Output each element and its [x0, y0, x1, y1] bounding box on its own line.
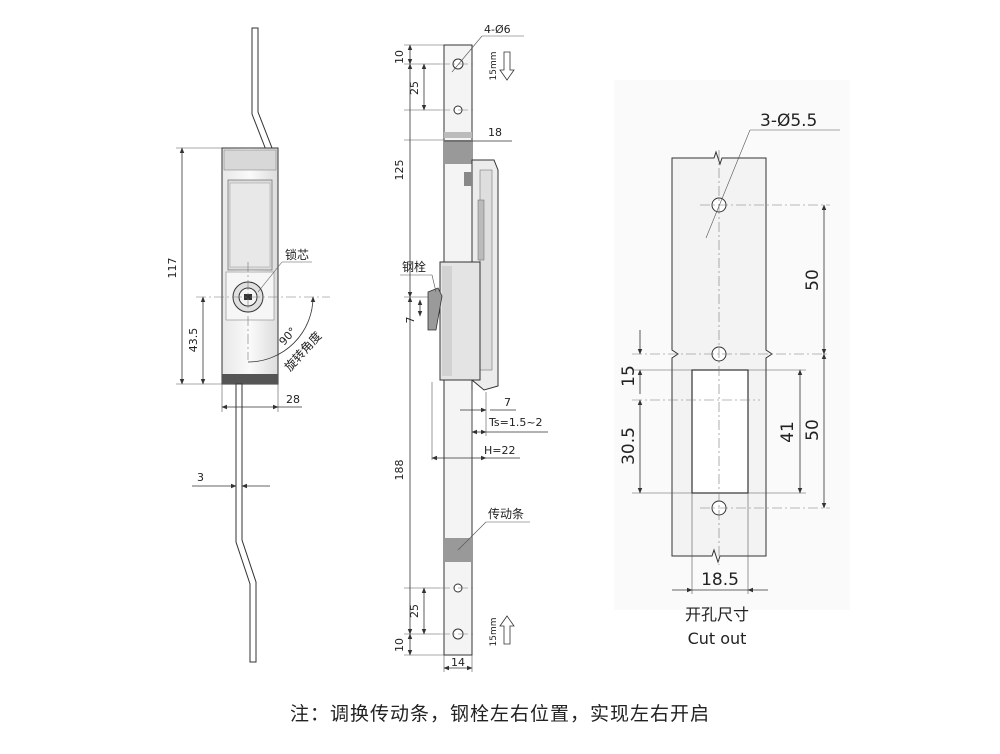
travel-bottom: 15mm: [489, 618, 499, 647]
steel-bolt-icon: [427, 287, 443, 331]
left-view: 117 43.5 28 3 锁芯 90° 旋转角度: [166, 27, 330, 663]
label-steel-bolt: 钢栓: [402, 259, 426, 274]
travel-top: 15mm: [489, 52, 499, 81]
dim-188: 188: [393, 460, 406, 481]
cutout-title-cn: 开孔尺寸: [685, 605, 749, 624]
travel-arrow-down-icon: [499, 51, 515, 81]
dim-h: H=22: [484, 444, 516, 457]
dim-3: 3: [197, 471, 204, 484]
dim-41: 41: [778, 421, 798, 443]
travel-arrow-up-icon: [499, 615, 515, 645]
dim-43-5: 43.5: [187, 328, 200, 353]
cutout-view: 3-Ø5.5 50 50 41 15 30.5 18.5 开孔尺寸 Cut ou…: [614, 80, 850, 648]
dim-4-phi6: 4-Ø6: [484, 23, 511, 36]
left-lower-rod: [235, 383, 257, 663]
dim-125: 125: [393, 160, 406, 181]
left-upper-rod: [251, 27, 273, 151]
dim-117: 117: [166, 258, 179, 279]
dim-14: 14: [451, 656, 465, 669]
footer-note: 注：调换传动条，钢栓左右位置，实现左右开启: [289, 703, 710, 725]
dim-top-10: 10: [393, 50, 406, 64]
label-lock-core: 锁芯: [285, 247, 309, 262]
dim-18-5: 18.5: [701, 570, 739, 590]
cutout-title-en: Cut out: [688, 629, 747, 648]
label-rod: 传动条: [488, 506, 524, 521]
dim-ts: Ts=1.5~2: [488, 416, 543, 429]
left-bottom-cap: [222, 374, 278, 384]
label-angle: 90°: [277, 325, 300, 348]
dim-50-lower: 50: [803, 419, 823, 441]
dim-30-5: 30.5: [619, 427, 639, 465]
dim-50-upper: 50: [803, 269, 823, 291]
dim-7-side: 7: [404, 317, 417, 324]
dim-28: 28: [286, 393, 300, 406]
dim-bottom-25: 25: [408, 604, 421, 618]
dim-7: 7: [504, 396, 511, 409]
dim-3-phi5-5: 3-Ø5.5: [760, 111, 817, 131]
lock-core-icon: [232, 281, 264, 313]
dim-15: 15: [619, 365, 639, 387]
cutout-opening: [691, 369, 749, 494]
dim-18: 18: [488, 126, 502, 139]
dim-bottom-10: 10: [393, 638, 406, 652]
middle-view: 10 25 125 188 25 10 7 4-Ø6 15mm 15mm 18 …: [393, 23, 548, 672]
